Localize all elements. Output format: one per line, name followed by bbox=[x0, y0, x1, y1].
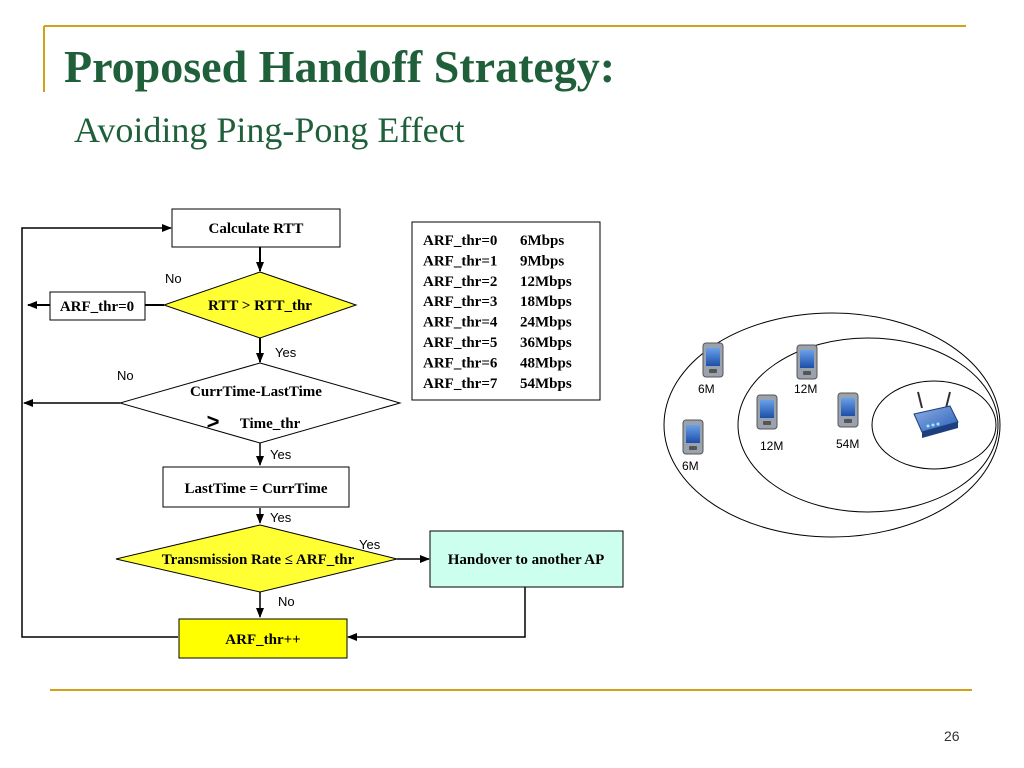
phone-icon bbox=[682, 419, 704, 455]
phone-icon bbox=[756, 394, 778, 430]
label-time-no: No bbox=[117, 368, 134, 383]
rate-label: 6M bbox=[682, 459, 699, 473]
phone-icon bbox=[837, 392, 859, 428]
coverage-diagram: 6M 12M 6M 12M 54M bbox=[663, 312, 1001, 538]
arf-table-rate: 48Mbps bbox=[520, 355, 572, 371]
arf-inc-label: ARF_thr++ bbox=[225, 632, 300, 648]
arf-table-rate: 12Mbps bbox=[520, 274, 572, 290]
rtt-decision bbox=[162, 271, 358, 339]
arf-table-rate: 6Mbps bbox=[520, 233, 564, 249]
arf-table-threshold: ARF_thr=2 bbox=[423, 274, 497, 290]
rate-decision-label: Transmission Rate ≤ ARF_thr bbox=[162, 552, 355, 568]
last-time-label: LastTime = CurrTime bbox=[185, 481, 328, 497]
time-decision-gt: > bbox=[207, 409, 220, 434]
rate-decision bbox=[115, 524, 398, 593]
arf-table-rate: 18Mbps bbox=[520, 294, 572, 310]
time-decision bbox=[118, 362, 402, 444]
rate-label: 54M bbox=[836, 437, 859, 451]
arf-inc-box bbox=[178, 618, 348, 659]
arf-table-rate: 24Mbps bbox=[520, 315, 572, 331]
last-time-box bbox=[162, 466, 350, 508]
calc-rtt-box bbox=[171, 208, 341, 248]
edge-loop-back bbox=[21, 224, 178, 638]
coverage-ring-54m bbox=[871, 380, 997, 470]
arf-table-frame bbox=[411, 221, 601, 401]
rtt-decision-label: RTT > RTT_thr bbox=[208, 298, 312, 314]
page-number: 26 bbox=[944, 728, 960, 744]
phone-icon bbox=[702, 342, 724, 378]
arf-table-threshold: ARF_thr=7 bbox=[423, 376, 498, 392]
time-decision-line2: Time_thr bbox=[240, 416, 301, 432]
label-time-yes: Yes bbox=[270, 447, 292, 462]
arf-table-rate: 9Mbps bbox=[520, 253, 564, 269]
label-rtt-yes: Yes bbox=[275, 345, 297, 360]
arf-table-threshold: ARF_thr=5 bbox=[423, 335, 497, 351]
arf-table-threshold: ARF_thr=0 bbox=[423, 233, 497, 249]
arf-table-threshold: ARF_thr=6 bbox=[423, 355, 498, 371]
access-point-icon bbox=[913, 391, 959, 438]
handover-box bbox=[429, 530, 624, 588]
coverage-ring-6m bbox=[663, 312, 1001, 538]
arf-reset-label: ARF_thr=0 bbox=[60, 299, 134, 315]
arf-table-rate: 54Mbps bbox=[520, 376, 572, 392]
arf-table-threshold: ARF_thr=3 bbox=[423, 294, 497, 310]
label-rate-no: No bbox=[278, 594, 295, 609]
arf-table-threshold: ARF_thr=4 bbox=[423, 315, 498, 331]
arf-table-rate: 36Mbps bbox=[520, 335, 572, 351]
slide-title: Proposed Handoff Strategy: bbox=[64, 41, 616, 92]
label-rate-yes: Yes bbox=[359, 537, 381, 552]
rate-label: 12M bbox=[794, 382, 817, 396]
slide-subtitle: Avoiding Ping-Pong Effect bbox=[74, 110, 465, 150]
phone-icon bbox=[796, 344, 818, 380]
rate-label: 12M bbox=[760, 439, 783, 453]
handover-label: Handover to another AP bbox=[448, 552, 605, 568]
arf-reset-box bbox=[49, 291, 146, 321]
rate-label: 6M bbox=[698, 382, 715, 396]
edge-handover-to-inc bbox=[347, 587, 526, 641]
label-rtt-no: No bbox=[165, 271, 182, 286]
arf-table-threshold: ARF_thr=1 bbox=[423, 253, 497, 269]
flowchart: Calculate RTT RTT > RTT_thr ARF_thr=0 Cu… bbox=[21, 208, 624, 659]
label-last-yes: Yes bbox=[270, 510, 292, 525]
time-decision-line1: CurrTime-LastTime bbox=[190, 384, 322, 400]
coverage-ring-12m bbox=[737, 337, 999, 513]
calc-rtt-label: Calculate RTT bbox=[209, 221, 304, 237]
